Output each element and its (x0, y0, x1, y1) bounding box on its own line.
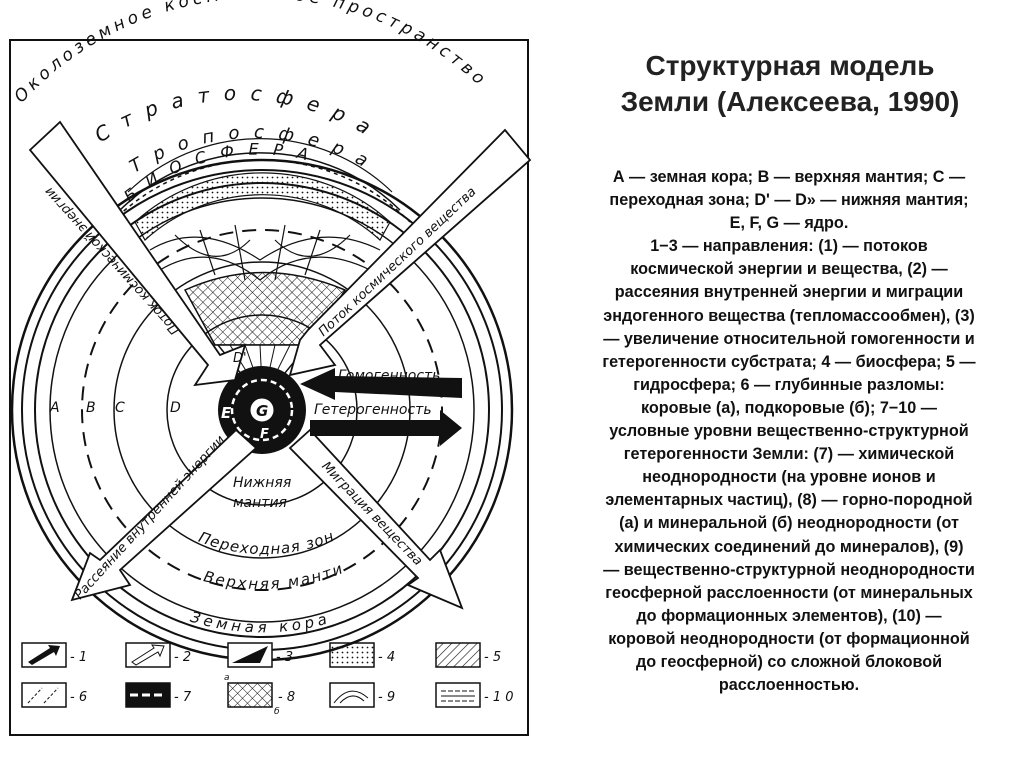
crust-sector (149, 224, 381, 281)
svg-text:- 8: - 8 (278, 690, 295, 705)
legend-item-8: а б - 8 (224, 673, 295, 717)
svg-text:- 4: - 4 (378, 650, 395, 665)
caption-line: E, F, G — ядро. (729, 214, 849, 233)
migration-arrow (288, 428, 464, 610)
lower-mantle-line2: мантия (233, 495, 287, 511)
diagram-frame (9, 39, 529, 736)
caption-line: космической энергии и вещества, (2) — (630, 260, 948, 279)
homogeneity-arrow (300, 368, 462, 400)
legend-item-2: - 2 (125, 642, 191, 668)
legend-item-7: - 7 (125, 682, 192, 708)
core-inner (249, 397, 275, 423)
caption-line: химических соединений до минералов), (9) (614, 537, 964, 556)
caption-line: расслоенностью. (718, 676, 860, 695)
caption-line: коровые (а), подкоровые (б); 7−10 — (641, 398, 937, 417)
legend-item-4: - 4 (329, 642, 395, 668)
zone-letter-f: F (260, 427, 269, 442)
legend: - 1 - 2 - 3 - 4 - 5 (21, 642, 514, 717)
title-line-2: Земли (Алексеева, 1990) (620, 86, 960, 117)
zone-letter-a: A (49, 400, 60, 416)
svg-text:б: б (274, 707, 280, 717)
heterogeneity-label: Гетерогенность (314, 402, 432, 418)
svg-text:- 5: - 5 (484, 650, 501, 665)
svg-text:- 3: - 3 (276, 650, 293, 665)
svg-text:- 2: - 2 (174, 650, 191, 665)
legend-item-3: - 3 (227, 642, 293, 668)
earth-structure-diagram: Околоземное космическое пространство Стр… (0, 0, 532, 736)
title-line-1: Структурная модель (645, 50, 935, 81)
legend-item-5: - 5 (435, 642, 501, 668)
caption-line: элементарных частиц), (8) — горно-породн… (605, 491, 973, 510)
legend-item-9: - 9 (329, 682, 395, 708)
lower-mantle-line1: Нижняя (233, 475, 291, 491)
svg-text:- 6: - 6 (70, 690, 87, 705)
zone-letter-d-prime: D' (233, 351, 247, 366)
zone-letter-g: G (256, 402, 268, 420)
flow-arrows (28, 120, 532, 610)
svg-text:а: а (224, 673, 230, 683)
caption-line: рассеяния внутренней энергии и миграции (614, 283, 964, 302)
cosmic-matter-arrow (288, 128, 532, 377)
legend-item-1: - 1 (21, 642, 87, 668)
heterogeneity-arrow (310, 410, 462, 446)
svg-text:- 1: - 1 (70, 650, 87, 665)
caption-line: до геосферной) со сложной блоковой (635, 652, 943, 671)
zone-letter-d: D (170, 400, 181, 416)
biosphere-band (134, 172, 391, 241)
caption-line: условные уровни вещественно-структурной (609, 422, 969, 441)
core-ring (230, 378, 294, 442)
caption-line: геосферной расслоенности (от минеральных (605, 583, 973, 602)
caption-line: 1−3 — направления: (1) — потоков (650, 237, 928, 256)
cosmic-energy-arrow (28, 120, 247, 387)
caption-line: гидросфера; 6 — глубинные разломы: (633, 375, 945, 394)
legend-item-6: - 6 (21, 682, 87, 708)
svg-text:- 7: - 7 (174, 690, 192, 705)
atmosphere-layers (111, 138, 411, 223)
caption-line: А — земная кора; В — верхняя мантия; С — (612, 168, 966, 186)
caption-line: неоднородности (на уровне ионов и (642, 468, 936, 487)
caption-line: — вещественно-структурной неоднородности (603, 560, 975, 579)
mantle-hatched-wedge (183, 271, 347, 346)
zone-letter-c: C (115, 400, 125, 416)
svg-text:- 9: - 9 (378, 690, 395, 705)
zone-letter-e: E (221, 404, 232, 422)
svg-text:- 1 0: - 1 0 (484, 690, 514, 705)
caption: А — земная кора; В — верхняя мантия; С —… (558, 166, 1020, 697)
dispersion-arrow (70, 428, 258, 602)
caption-line: гетерогенности Земли: (7) — химической (623, 445, 955, 464)
caption-line: эндогенного вещества (тепломассообмен), … (603, 306, 975, 325)
caption-line: переходная зона; D' — D» — нижняя мантия… (609, 191, 969, 210)
zone-letter-b: B (86, 400, 96, 416)
caption-line: коровой неоднородности (от формационной (608, 629, 970, 648)
caption-line: — увеличение относительной гомогенности … (603, 329, 975, 348)
caption-line: до формационных элементов), (10) — (636, 606, 942, 625)
legend-item-10: - 1 0 (435, 682, 514, 708)
slide-title: Структурная модель Земли (Алексеева, 199… (560, 48, 1020, 120)
caption-line: гетерогенности субстрата; 4 — биосфера; … (602, 352, 976, 371)
space-label: Околоземное космическое пространство (10, 0, 491, 107)
caption-line: (а) и минеральной (б) неоднородности (от (619, 514, 959, 533)
homogeneity-label: Гомогенность (338, 368, 440, 384)
